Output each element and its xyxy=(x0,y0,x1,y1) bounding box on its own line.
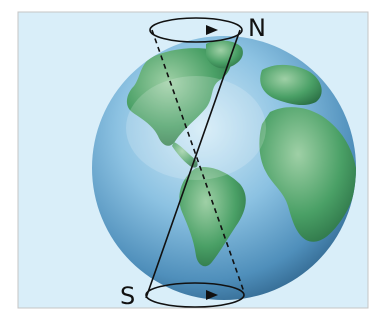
north-pole-label: N xyxy=(248,14,266,42)
south-pole-label: S xyxy=(120,282,135,310)
globe-highlight xyxy=(126,76,266,180)
